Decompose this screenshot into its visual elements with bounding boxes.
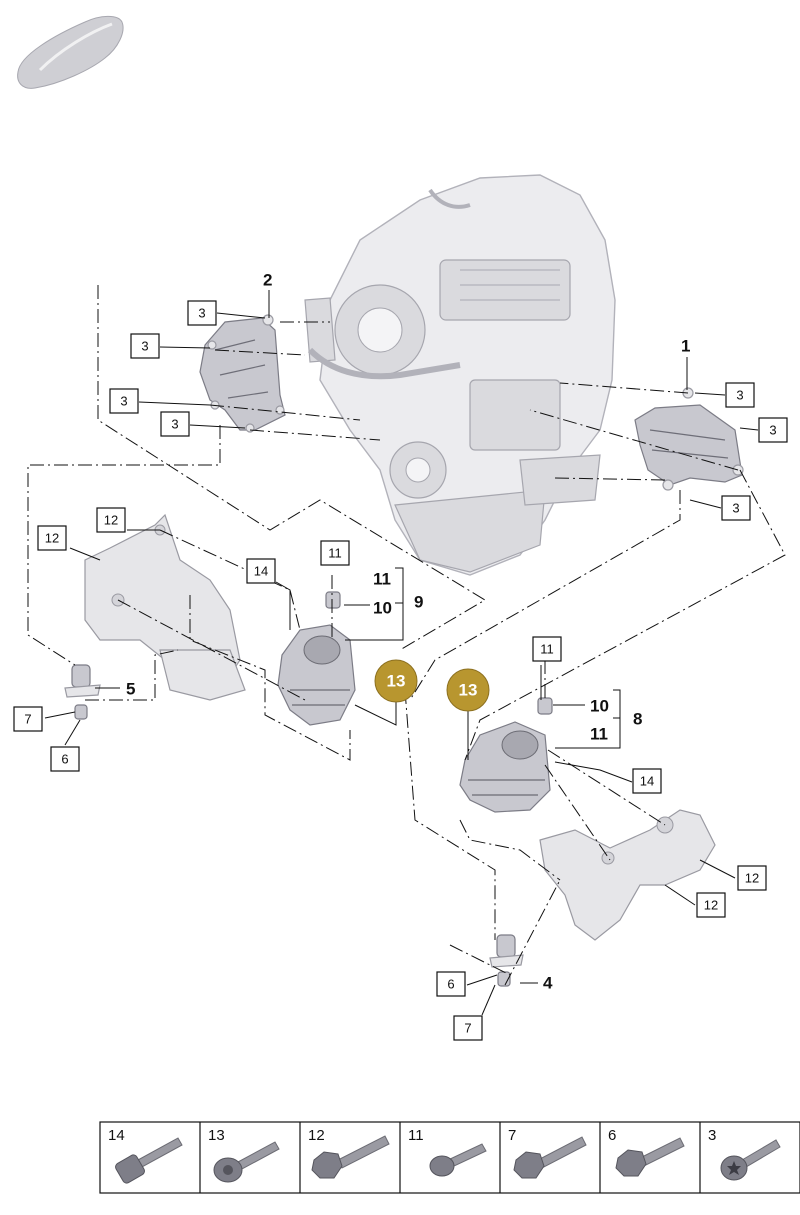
hex-flange-bolt-icon <box>513 1136 587 1179</box>
assembly-lines <box>27 285 786 986</box>
callout-3-b: 3 <box>130 333 160 359</box>
support-arm-right <box>539 809 716 941</box>
svg-text:12: 12 <box>308 1127 325 1144</box>
legend-cell-13: 13 <box>208 1127 280 1183</box>
callout-10-label-b: 10 <box>590 697 609 716</box>
long-hex-socket-bolt-icon <box>115 1137 183 1184</box>
callout-14-b: 14 <box>632 768 662 794</box>
svg-text:6: 6 <box>61 752 68 767</box>
callout-11-a: 11 <box>320 540 350 566</box>
short-flange-bolt-icon <box>429 1143 487 1177</box>
callout-11-label-b: 11 <box>590 725 608 744</box>
svg-text:12: 12 <box>704 898 718 913</box>
svg-text:7: 7 <box>24 712 31 727</box>
callout-12-d: 12 <box>696 892 726 918</box>
svg-text:3: 3 <box>769 423 776 438</box>
engine-mount-part-9 <box>277 591 356 726</box>
engine-assembly <box>304 174 616 576</box>
svg-text:3: 3 <box>171 417 178 432</box>
mount-bolt-part-4 <box>489 934 524 987</box>
fastener-legend: 14 13 12 11 <box>99 1121 800 1194</box>
callout-3-e: 3 <box>725 382 755 408</box>
mount-bolt-part-5 <box>64 664 101 720</box>
legend-cell-14: 14 <box>108 1127 183 1184</box>
callout-11-label-a: 11 <box>373 570 391 589</box>
torx-socket-bolt-icon <box>720 1139 781 1181</box>
svg-text:11: 11 <box>328 546 342 561</box>
svg-text:11: 11 <box>408 1127 424 1144</box>
svg-text:3: 3 <box>732 501 739 516</box>
callout-12-b: 12 <box>96 507 126 533</box>
svg-text:13: 13 <box>208 1127 225 1144</box>
svg-text:7: 7 <box>508 1127 516 1144</box>
callout-10-label-a: 10 <box>373 599 392 618</box>
legend-cell-6: 6 <box>608 1127 685 1177</box>
legend-cell-11: 11 <box>408 1127 487 1177</box>
legend-cell-7: 7 <box>508 1127 587 1179</box>
svg-text:3: 3 <box>736 388 743 403</box>
legend-cell-12: 12 <box>308 1127 390 1179</box>
svg-text:14: 14 <box>108 1127 125 1144</box>
callout-5: 5 <box>126 680 135 699</box>
callout-1: 1 <box>681 337 690 356</box>
svg-text:11: 11 <box>540 642 554 657</box>
callout-12-c: 12 <box>737 865 767 891</box>
svg-text:3: 3 <box>141 339 148 354</box>
svg-text:6: 6 <box>608 1127 616 1144</box>
leader-lines <box>44 290 759 1016</box>
hex-flange-bolt-icon <box>615 1137 685 1177</box>
support-arm-left <box>84 513 246 701</box>
callout-3-c: 3 <box>109 388 139 414</box>
callout-7-b: 7 <box>453 1015 483 1041</box>
callout-3-f: 3 <box>758 417 788 443</box>
callout-14-a: 14 <box>246 558 276 584</box>
svg-text:14: 14 <box>254 564 268 579</box>
car-silhouette-icon <box>17 15 124 89</box>
svg-text:3: 3 <box>120 394 127 409</box>
callout-11-b: 11 <box>532 636 562 662</box>
callout-4: 4 <box>543 974 553 993</box>
svg-text:3: 3 <box>198 306 205 321</box>
callout-3-a: 3 <box>187 300 217 326</box>
svg-text:6: 6 <box>447 977 454 992</box>
svg-text:12: 12 <box>745 871 759 886</box>
engine-mount-part-8 <box>459 697 553 813</box>
callout-8: 8 <box>633 710 642 729</box>
callout-13-highlight-b: 13 <box>446 668 490 712</box>
callout-7-a: 7 <box>13 706 43 732</box>
callout-2: 2 <box>263 271 272 290</box>
svg-text:13: 13 <box>459 681 478 700</box>
callout-9: 9 <box>414 593 423 612</box>
svg-text:12: 12 <box>45 531 59 546</box>
svg-text:7: 7 <box>464 1021 471 1036</box>
callout-12-a: 12 <box>37 525 67 551</box>
legend-cell-3: 3 <box>708 1127 781 1181</box>
callout-3-d: 3 <box>160 411 190 437</box>
callout-6-a: 6 <box>50 746 80 772</box>
callout-13-highlight-a: 13 <box>374 659 418 703</box>
callout-6-b: 6 <box>436 971 466 997</box>
svg-text:3: 3 <box>708 1127 716 1144</box>
flanged-socket-bolt-icon <box>213 1141 280 1183</box>
callout-3-g: 3 <box>721 495 751 521</box>
svg-text:13: 13 <box>387 672 406 691</box>
svg-text:12: 12 <box>104 513 118 528</box>
svg-text:14: 14 <box>640 774 654 789</box>
bracket-part-2 <box>199 314 286 433</box>
hex-flange-bolt-icon <box>311 1135 390 1179</box>
